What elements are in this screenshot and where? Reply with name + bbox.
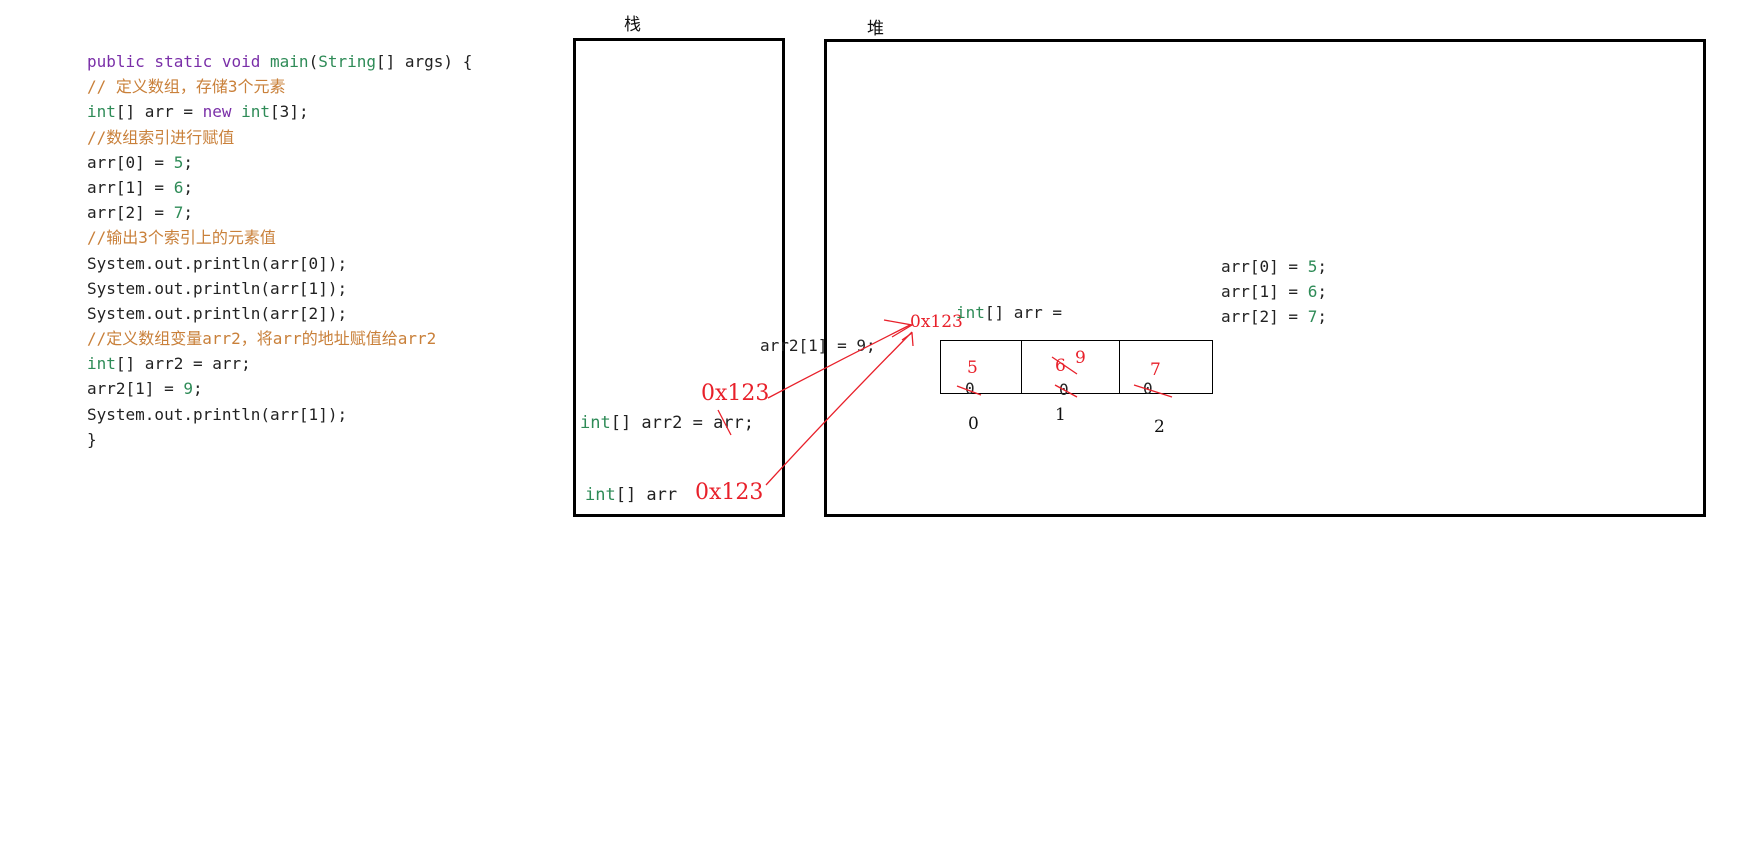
code-token: [] arr = — [115, 102, 203, 122]
code-token: ( — [308, 52, 319, 71]
arrow-arr-to-heap — [765, 331, 913, 486]
stack-box — [573, 38, 785, 517]
array-cell-2 — [1119, 340, 1213, 394]
code-token: ; — [183, 177, 193, 197]
code-line: int[] arr = new int[3]; — [87, 99, 472, 124]
stack-arr2-address: 0x123 — [701, 381, 770, 406]
code-line: } — [87, 427, 472, 452]
code-token: [] args) { — [376, 52, 473, 71]
stack-arr-address: 0x123 — [695, 480, 764, 505]
code-token: arr2[1] = — [87, 379, 184, 399]
code-token: new — [202, 102, 242, 122]
heap-assignment-1: arr[1] = 6; — [1221, 282, 1327, 301]
code-token: int — [87, 102, 116, 122]
code-token: } — [87, 429, 97, 449]
code-token: int — [241, 102, 271, 122]
heap-array-declaration: int[] arr = — [956, 303, 1062, 322]
code-token: public static void — [87, 52, 271, 71]
strike-stack-arr — [717, 409, 732, 436]
heap-assignment-2: arr[2] = 7; — [1221, 307, 1327, 326]
cell-2-original-value: 0 — [1143, 379, 1153, 398]
code-token: int — [87, 354, 116, 374]
code-token: ; — [192, 379, 203, 399]
arrow-arr2-to-heap — [767, 324, 911, 399]
code-token: System.out.println(arr[1]); — [87, 404, 348, 424]
source-code: public static void main(String[] args) {… — [87, 49, 472, 452]
index-2: 2 — [1154, 417, 1165, 437]
heap-title: 堆 — [867, 19, 884, 39]
stack-var-arr: int[] arr — [585, 485, 678, 505]
code-token: String — [318, 52, 376, 71]
code-line: //定义数组变量arr2，将arr的地址赋值给arr2 — [87, 326, 472, 351]
code-line: public static void main(String[] args) { — [87, 49, 472, 74]
code-line: // 定义数组，存储3个元素 — [87, 74, 472, 99]
code-line: System.out.println(arr[2]); — [87, 301, 472, 326]
code-token: 5 — [173, 152, 184, 172]
code-token: arr[1] = — [87, 177, 174, 197]
index-1: 1 — [1055, 405, 1066, 425]
code-token: ; — [183, 203, 193, 223]
code-token: 9 — [183, 379, 193, 399]
code-line: arr[2] = 7; — [87, 200, 472, 225]
cell-0-original-value: 0 — [965, 379, 975, 398]
code-token: [3]; — [270, 102, 309, 122]
code-token: main — [270, 52, 309, 71]
code-line: System.out.println(arr[0]); — [87, 251, 472, 276]
cell-2-written-value: 7 — [1150, 360, 1161, 380]
code-line: System.out.println(arr[1]); — [87, 276, 472, 301]
code-token: // 定义数组，存储3个元素 — [87, 77, 286, 97]
code-line: //数组索引进行赋值 — [87, 125, 472, 150]
code-token: System.out.println(arr[1]); — [87, 278, 348, 298]
code-token: arr[2] = — [87, 203, 174, 223]
arrowhead-1 — [883, 319, 914, 338]
code-token: 6 — [173, 177, 184, 197]
code-token: //输出3个索引上的元素值 — [87, 228, 276, 248]
strike-cell-1-a — [1054, 384, 1078, 398]
cell-1-overwrite-value: 9 — [1075, 348, 1086, 368]
code-token: 7 — [173, 203, 184, 223]
cell-1-written-value: 6 — [1055, 356, 1066, 376]
heap-box — [824, 39, 1706, 517]
code-token: System.out.println(arr[0]); — [87, 253, 348, 273]
arrowhead-2 — [901, 331, 914, 347]
code-line: arr[0] = 5; — [87, 150, 472, 175]
code-token: [] arr2 = arr; — [115, 354, 251, 374]
stack-title: 栈 — [624, 15, 641, 35]
cell-0-written-value: 5 — [967, 358, 978, 378]
code-line: //输出3个索引上的元素值 — [87, 225, 472, 250]
code-line: arr[1] = 6; — [87, 175, 472, 200]
code-token: //定义数组变量arr2，将arr的地址赋值给arr2 — [87, 329, 437, 349]
strike-cell-1-b — [1051, 356, 1078, 375]
code-token: ; — [183, 152, 193, 172]
code-token: arr[0] = — [87, 152, 174, 172]
code-token: System.out.println(arr[2]); — [87, 303, 348, 323]
index-0: 0 — [968, 414, 979, 434]
heap-address: 0x123 — [910, 312, 963, 332]
strike-cell-2 — [1133, 384, 1173, 398]
code-token: //数组索引进行赋值 — [87, 127, 235, 147]
strike-cell-0 — [956, 385, 982, 396]
heap-assignment-0: arr[0] = 5; — [1221, 257, 1327, 276]
code-line: arr2[1] = 9; — [87, 376, 472, 401]
code-line: System.out.println(arr[1]); — [87, 402, 472, 427]
stack-var-arr2: int[] arr2 = arr; — [580, 413, 755, 433]
code-line: int[] arr2 = arr; — [87, 351, 472, 376]
